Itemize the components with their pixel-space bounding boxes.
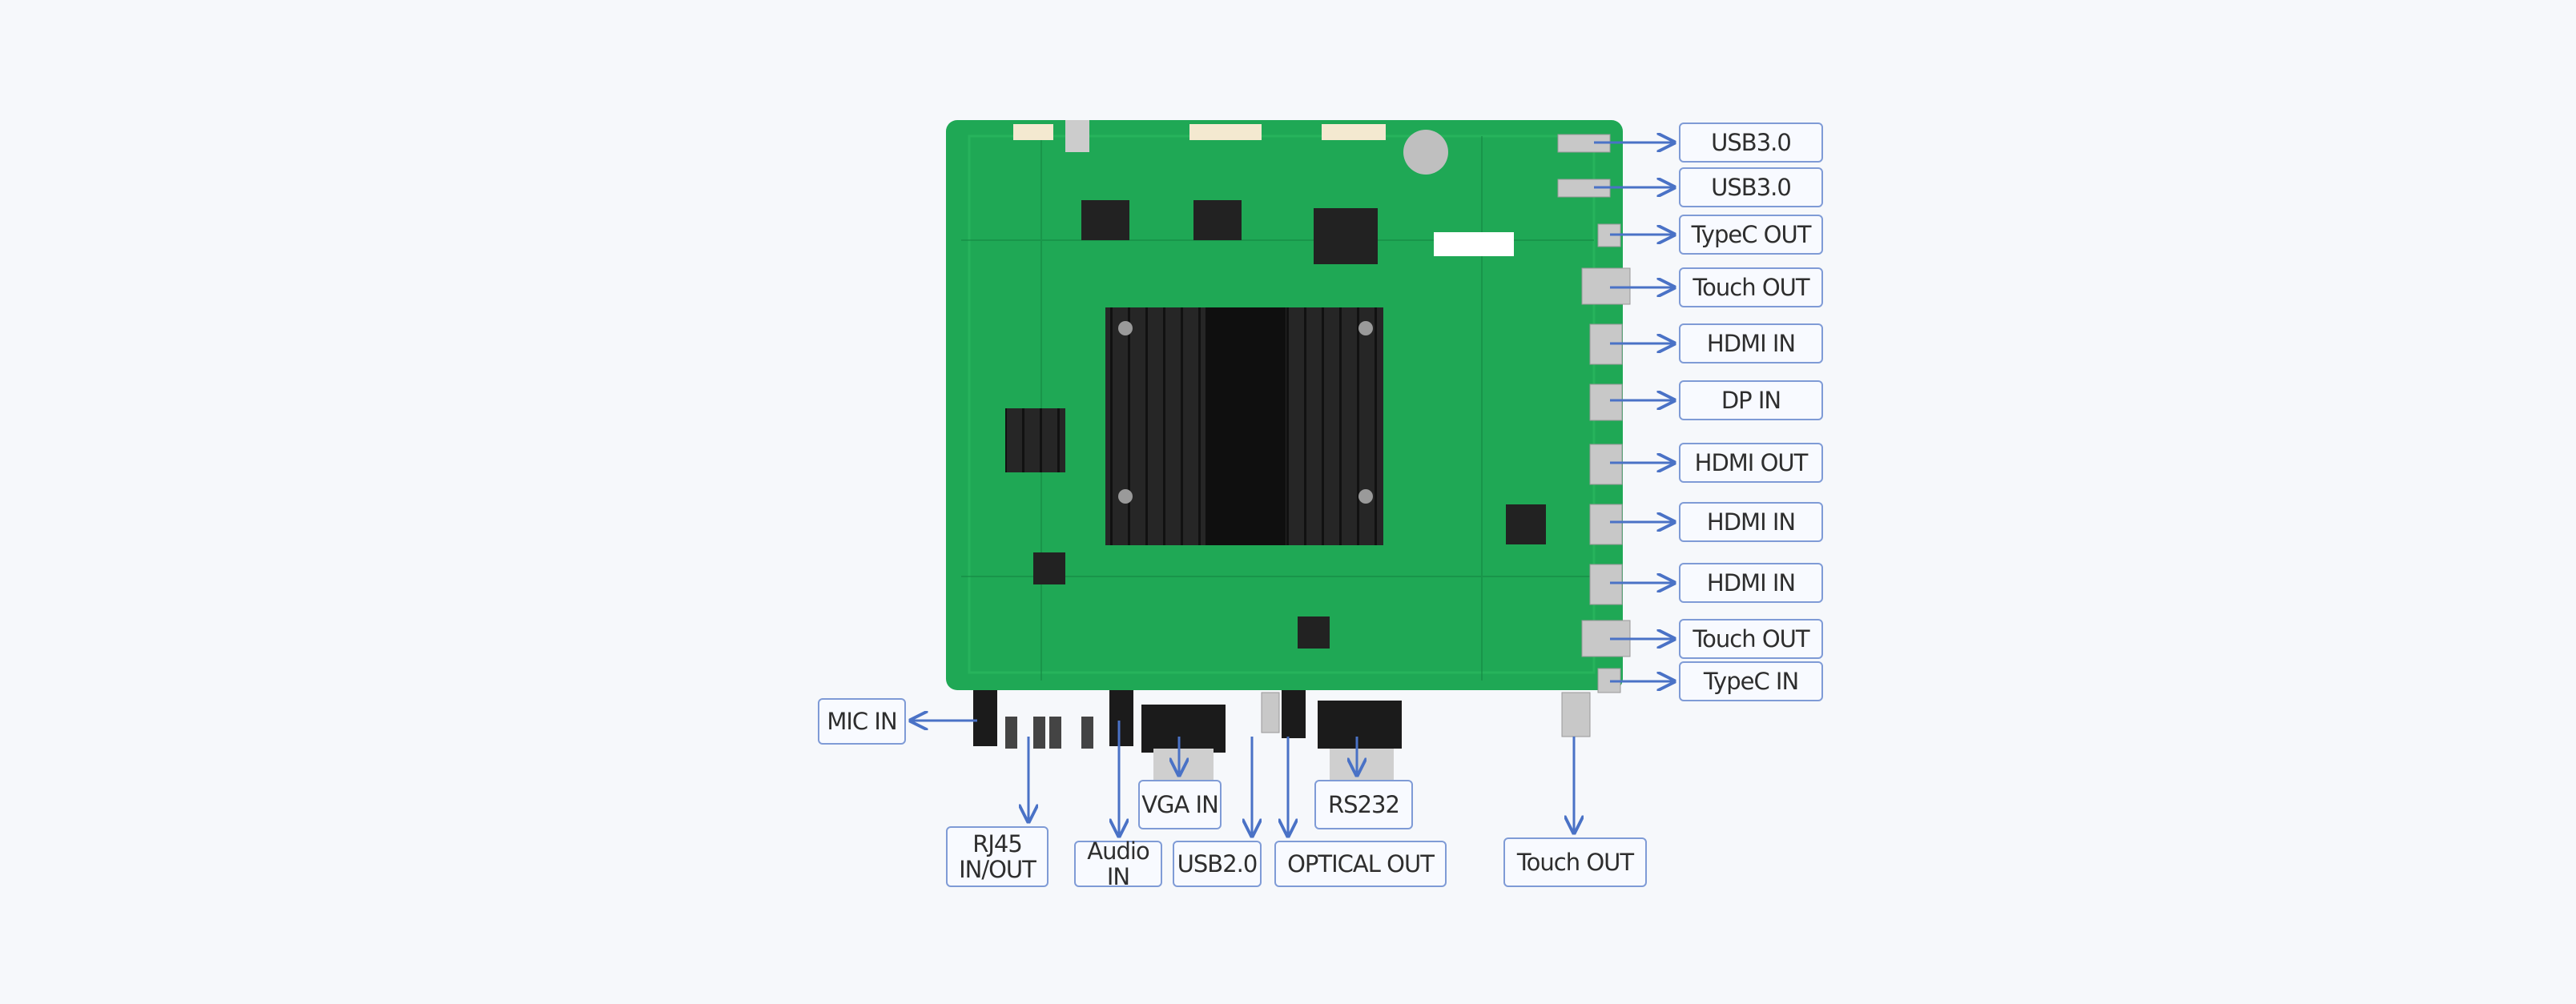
label-vga-in: VGA IN <box>1138 780 1222 829</box>
label-rj45: RJ45 IN/OUT <box>946 826 1049 887</box>
label-touch-out-3: Touch OUT <box>1503 837 1647 887</box>
label-hdmi-in-3: HDMI IN <box>1679 563 1823 603</box>
label-usb3-1: USB3.0 <box>1679 122 1823 163</box>
label-touch-out-2: Touch OUT <box>1679 619 1823 659</box>
rj45-line1: RJ45 <box>972 830 1023 857</box>
label-optical-out: OPTICAL OUT <box>1274 841 1447 887</box>
label-hdmi-in-2: HDMI IN <box>1679 502 1823 542</box>
label-usb3-2: USB3.0 <box>1679 167 1823 207</box>
label-rs232: RS232 <box>1314 780 1413 829</box>
label-usb2: USB2.0 <box>1173 841 1262 887</box>
label-hdmi-out: HDMI OUT <box>1679 443 1823 483</box>
callout-arrows <box>911 143 1674 836</box>
label-typec-out: TypeC OUT <box>1679 215 1823 255</box>
label-mic-in: MIC IN <box>818 698 906 745</box>
label-hdmi-in-1: HDMI IN <box>1679 323 1823 363</box>
label-audio-in: Audio IN <box>1074 838 1162 890</box>
label-touch-out-1: Touch OUT <box>1679 267 1823 307</box>
rj45-line2: IN/OUT <box>959 856 1036 883</box>
label-dp-in: DP IN <box>1679 380 1823 420</box>
label-typec-in: TypeC IN <box>1679 661 1823 701</box>
